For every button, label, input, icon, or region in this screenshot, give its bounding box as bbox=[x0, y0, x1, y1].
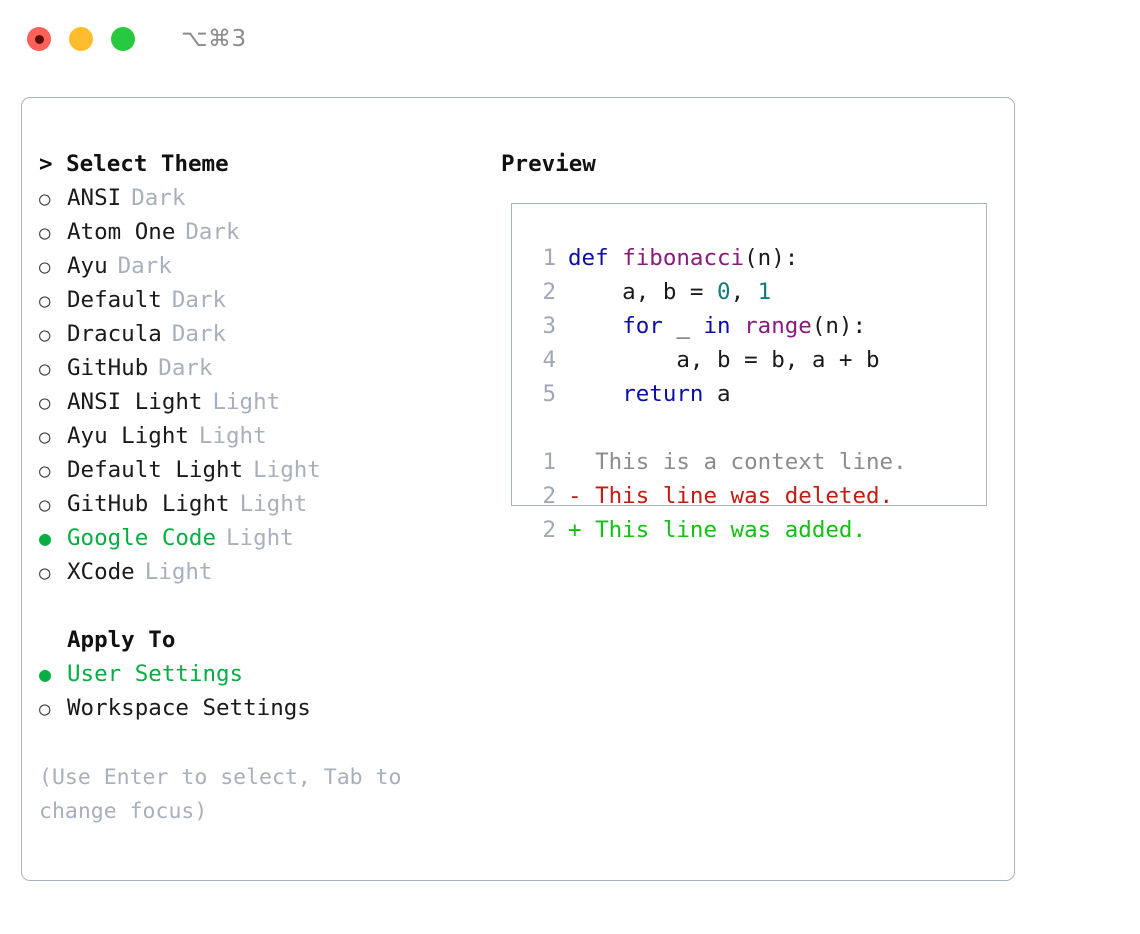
line-content: return a bbox=[622, 381, 731, 407]
theme-option-8[interactable]: ○ Default Light Light bbox=[39, 453, 499, 487]
theme-option-2[interactable]: ○ Ayu Dark bbox=[39, 249, 499, 283]
list-spacer bbox=[39, 589, 499, 623]
theme-option-label: XCode bbox=[67, 559, 135, 585]
theme-option-label: Ayu bbox=[67, 253, 108, 279]
theme-option-11[interactable]: ○ XCode Light bbox=[39, 555, 499, 589]
theme-option-label: Default Light bbox=[67, 457, 244, 483]
theme-option-variant-tag: Light bbox=[212, 389, 281, 415]
theme-option-variant-tag: Dark bbox=[185, 219, 240, 245]
theme-option-9[interactable]: ○ GitHub Light Light bbox=[39, 487, 499, 521]
theme-option-variant-tag: Light bbox=[144, 559, 213, 585]
code-line-0: 1 def fibonacci(n): bbox=[530, 241, 986, 275]
theme-option-variant-tag: Light bbox=[198, 423, 267, 449]
line-number: 2 bbox=[542, 517, 556, 543]
theme-option-0[interactable]: ○ ANSI Dark bbox=[39, 181, 499, 215]
diff-line-1: 2 - This line was deleted. bbox=[530, 479, 986, 513]
line-number: 1 bbox=[542, 449, 556, 475]
radio-unselected-icon[interactable]: ○ bbox=[39, 290, 51, 312]
line-number: 5 bbox=[542, 381, 556, 407]
keyboard-shortcut-label: ⌥⌘3 bbox=[181, 26, 247, 52]
preview-heading: Preview bbox=[501, 151, 596, 177]
theme-option-variant-tag: Dark bbox=[171, 287, 227, 313]
select-theme-heading: > Select Theme bbox=[39, 151, 229, 177]
theme-option-3[interactable]: ○ Default Dark bbox=[39, 283, 499, 317]
line-number: 2 bbox=[542, 483, 556, 509]
theme-option-variant-tag: Light bbox=[226, 525, 294, 551]
code-line-1: 2 a, b = 0, 1 bbox=[530, 275, 986, 309]
diff-line-2: 2 + This line was added. bbox=[530, 513, 986, 547]
apply-to-list[interactable]: ● User Settings ○ Workspace Settings bbox=[39, 657, 499, 725]
line-number: 2 bbox=[542, 279, 556, 305]
diff-sample: 1 This is a context line. 2 - This line wa… bbox=[530, 445, 986, 547]
radio-unselected-icon[interactable]: ○ bbox=[39, 426, 51, 448]
apply-to-option-1[interactable]: ○ Workspace Settings bbox=[39, 691, 499, 725]
theme-option-variant-tag: Dark bbox=[171, 321, 227, 347]
radio-unselected-icon[interactable]: ○ bbox=[39, 222, 51, 244]
apply-to-option-label: Workspace Settings bbox=[67, 695, 311, 721]
theme-option-label: Atom One bbox=[67, 219, 176, 245]
theme-option-label: Dracula bbox=[67, 321, 162, 347]
theme-option-label: ANSI bbox=[67, 185, 122, 211]
theme-option-variant-tag: Light bbox=[239, 491, 308, 517]
code-diff-separator bbox=[530, 411, 986, 445]
line-content: + This line was added. bbox=[568, 517, 867, 543]
line-number: 3 bbox=[542, 313, 556, 339]
apply-to-option-0[interactable]: ● User Settings bbox=[39, 657, 499, 691]
line-content: This is a context line. bbox=[568, 449, 907, 475]
theme-option-label: GitHub bbox=[67, 355, 149, 381]
radio-unselected-icon[interactable]: ○ bbox=[39, 324, 51, 346]
apply-to-option-label: User Settings bbox=[67, 661, 244, 687]
line-content: for _ in range(n): bbox=[622, 313, 867, 339]
theme-option-label: Google Code bbox=[67, 525, 217, 551]
line-number: 1 bbox=[542, 245, 556, 271]
maximize-button[interactable] bbox=[111, 27, 135, 51]
radio-selected-icon[interactable]: ● bbox=[39, 662, 52, 686]
radio-unselected-icon[interactable]: ○ bbox=[39, 562, 51, 584]
theme-option-5[interactable]: ○ GitHub Dark bbox=[39, 351, 499, 385]
theme-option-label: Default bbox=[67, 287, 162, 313]
theme-option-7[interactable]: ○ Ayu Light Light bbox=[39, 419, 499, 453]
theme-option-4[interactable]: ○ Dracula Dark bbox=[39, 317, 499, 351]
line-content: def fibonacci(n): bbox=[568, 245, 799, 271]
line-content: a, b = 0, 1 bbox=[568, 279, 772, 305]
window-controls bbox=[27, 27, 135, 51]
radio-unselected-icon[interactable]: ○ bbox=[39, 494, 51, 516]
theme-option-variant-tag: Dark bbox=[131, 185, 186, 211]
code-line-3: 4 a, b = b, a + b bbox=[530, 343, 986, 377]
code-line-4: 5 return a bbox=[530, 377, 986, 411]
minimize-button[interactable] bbox=[69, 27, 93, 51]
radio-unselected-icon[interactable]: ○ bbox=[39, 256, 51, 278]
radio-unselected-icon[interactable]: ○ bbox=[39, 188, 51, 210]
theme-option-label: Ayu Light bbox=[67, 423, 189, 449]
theme-option-6[interactable]: ○ ANSI Light Light bbox=[39, 385, 499, 419]
radio-unselected-icon[interactable]: ○ bbox=[39, 392, 51, 414]
line-number: 4 bbox=[542, 347, 556, 373]
window-titlebar: ⌥⌘3 bbox=[0, 0, 1140, 78]
theme-option-10[interactable]: ● Google Code Light bbox=[39, 521, 499, 555]
theme-option-variant-tag: Dark bbox=[117, 253, 172, 279]
radio-unselected-icon[interactable]: ○ bbox=[39, 460, 51, 482]
theme-option-variant-tag: Dark bbox=[158, 355, 213, 381]
keyboard-hint-text: (Use Enter to select, Tab to change focu… bbox=[39, 765, 415, 824]
radio-selected-icon[interactable]: ● bbox=[39, 526, 52, 550]
line-content: - This line was deleted. bbox=[568, 483, 894, 509]
line-content: a, b = b, a + b bbox=[568, 347, 880, 373]
theme-option-1[interactable]: ○ Atom One Dark bbox=[39, 215, 499, 249]
radio-unselected-icon[interactable]: ○ bbox=[39, 698, 51, 720]
theme-option-variant-tag: Light bbox=[253, 457, 321, 483]
theme-option-label: ANSI Light bbox=[67, 389, 203, 415]
radio-unselected-icon[interactable]: ○ bbox=[39, 358, 51, 380]
close-button[interactable] bbox=[27, 27, 51, 51]
diff-line-0: 1 This is a context line. bbox=[530, 445, 986, 479]
theme-option-label: GitHub Light bbox=[67, 491, 230, 517]
apply-to-heading: Apply To bbox=[67, 627, 176, 653]
code-line-2: 3 for _ in range(n): bbox=[530, 309, 986, 343]
